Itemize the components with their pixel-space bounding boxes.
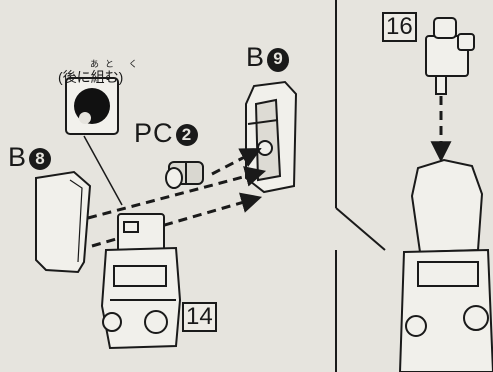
later-note-text: (後に組む) [58,69,124,85]
circle-dot-icon [65,77,119,135]
leader-line [83,135,123,206]
part-torso-14 [100,213,182,350]
panel-divider [335,0,386,251]
label-b9-number: 9 [267,48,290,72]
part-pc2 [165,161,204,189]
dashed-arrow-icon [87,148,267,248]
label-pc2-letter: PC [134,118,174,148]
step-number-side: 16 [382,12,417,42]
part-b8 [35,170,92,274]
label-b9-letter: B [246,42,266,72]
step-number-main: 14 [182,302,217,332]
part-joint-16 [425,17,475,95]
later-note-ruby: あと く [90,59,144,69]
label-pc2-number: 2 [175,124,198,146]
label-b8-number: 8 [29,148,52,170]
label-b8-letter: B [8,142,28,172]
part-leg-16 [398,158,493,372]
